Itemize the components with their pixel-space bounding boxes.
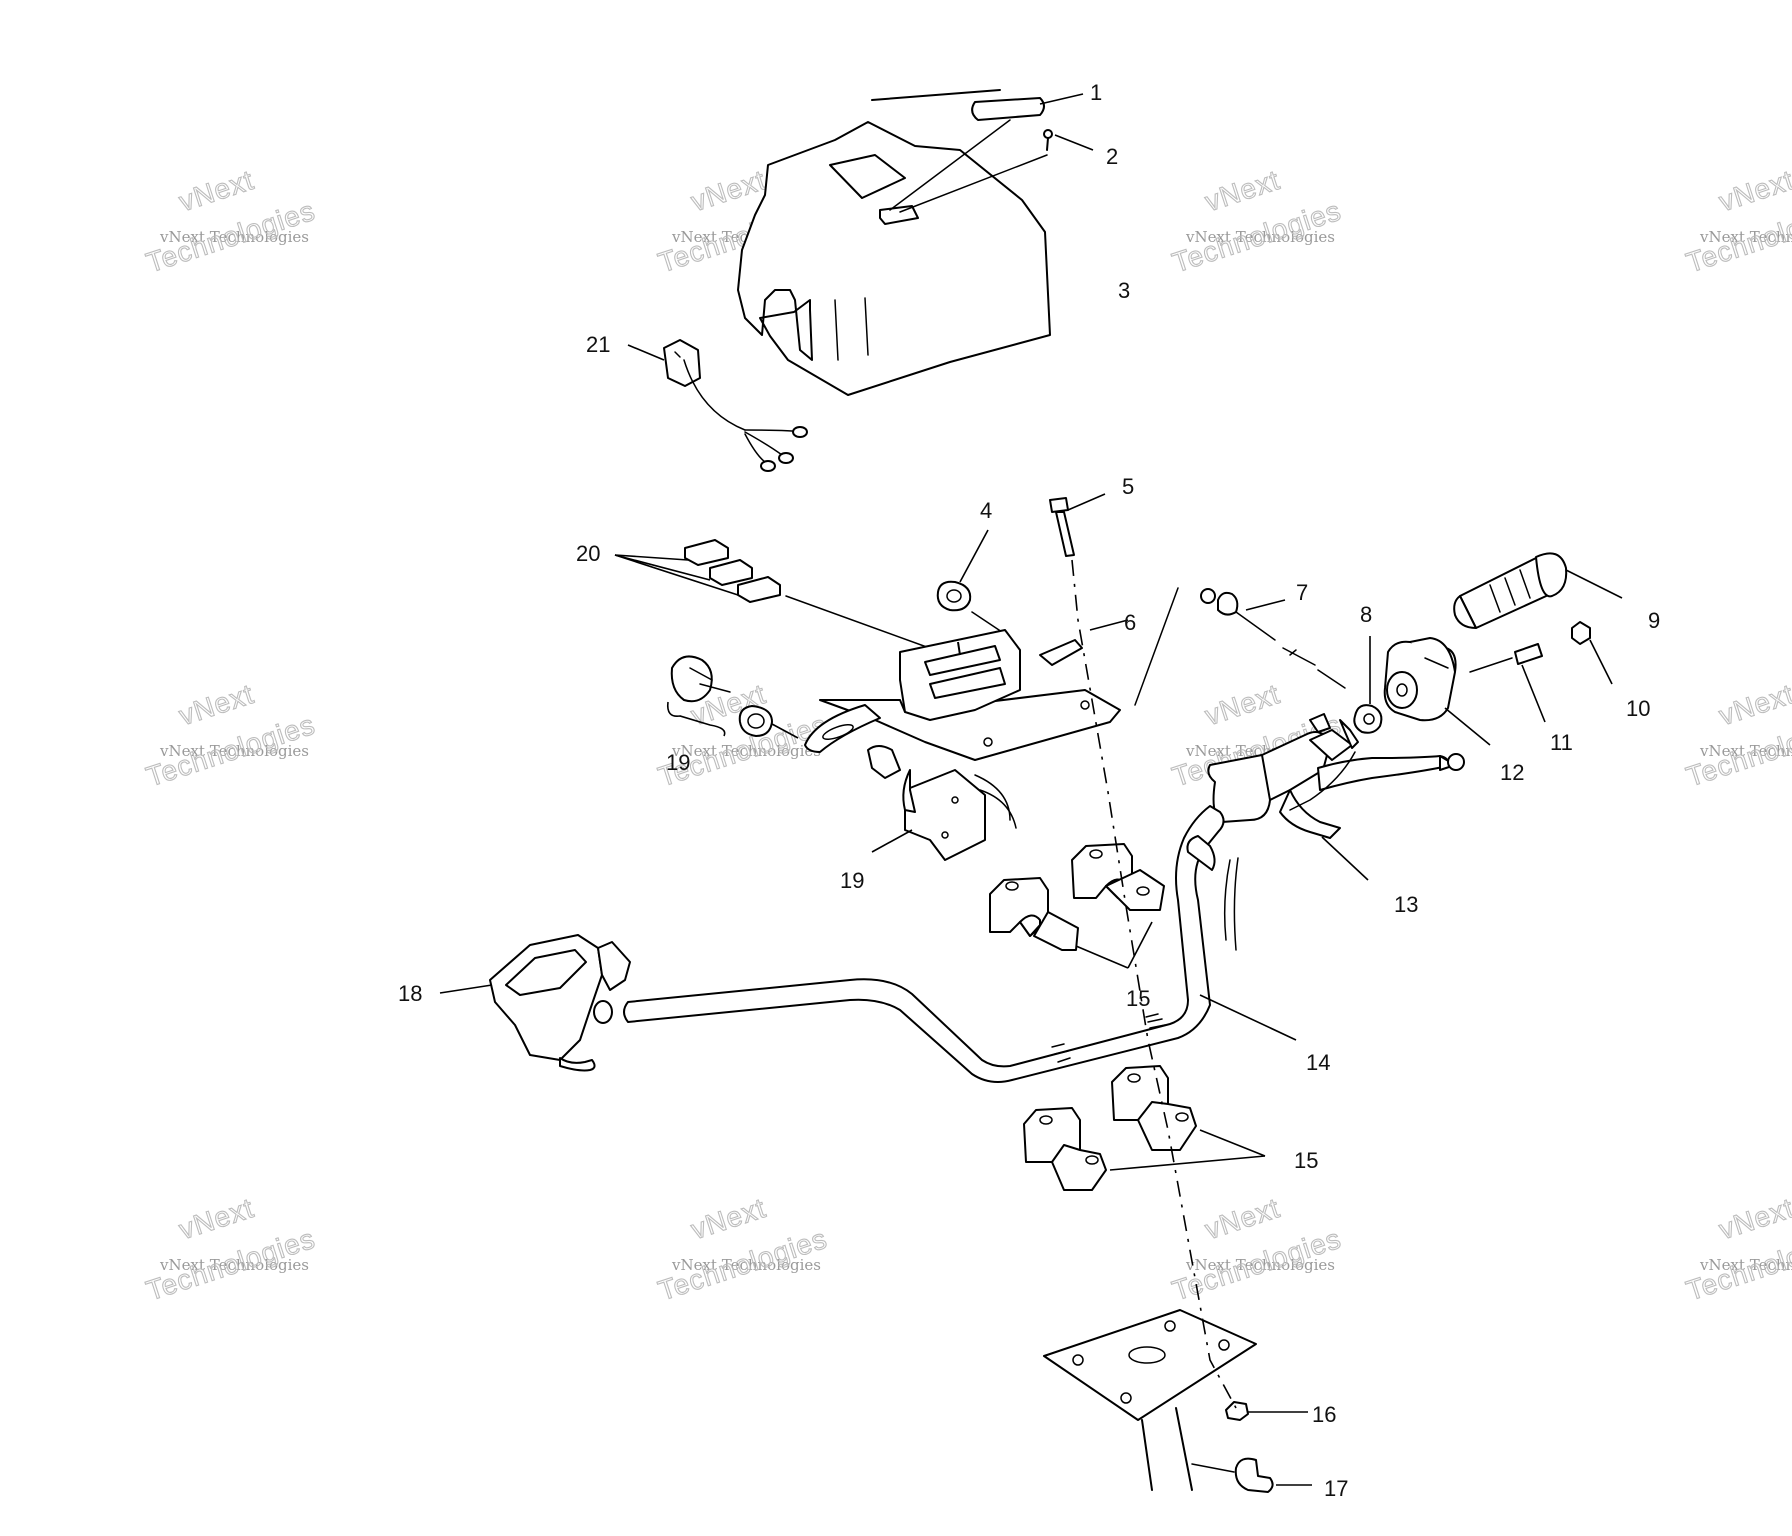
part-9-grip [1453, 552, 1623, 629]
part-5-bolt [1049, 493, 1106, 557]
watermark-line-text: vNext Technologies [671, 1256, 821, 1274]
part-2-screw [899, 129, 1094, 213]
callout-17: 17 [1324, 1476, 1348, 1501]
part-6-switch-plate [804, 587, 1179, 761]
callout-7: 7 [1296, 580, 1308, 605]
part-1-lens [889, 93, 1084, 211]
callout-15: 15 [1294, 1148, 1318, 1173]
watermark-top-text: vNext [1715, 1192, 1792, 1245]
part-20-caps [614, 539, 936, 651]
callout-13: 13 [1394, 892, 1418, 917]
watermark-top-text: vNext [175, 1192, 257, 1245]
callout-18: 18 [398, 981, 422, 1006]
watermark-line-text: vNext Technologies [1699, 1256, 1792, 1274]
part-8-washer [1353, 636, 1383, 734]
callout-20: 20 [576, 541, 600, 566]
part-14-handlebar [623, 805, 1297, 1083]
part-7-throttle-parts [1200, 588, 1346, 689]
callout-5: 5 [1122, 474, 1134, 499]
watermark-line-text: vNext Technologies [159, 228, 309, 246]
watermark-line-text: vNext Technologies [1185, 228, 1335, 246]
part-17-cable-clamp [1191, 1457, 1312, 1493]
part-4-washer [936, 529, 1003, 633]
watermark-line-text: vNext Technologies [671, 742, 821, 760]
callout-10: 10 [1626, 696, 1650, 721]
callout-15: 15 [1126, 986, 1150, 1011]
watermark-top-text: vNext [1715, 678, 1792, 731]
part-21-connector [627, 339, 808, 472]
part-12-throttle-housing [1383, 637, 1491, 746]
part-13-brake-lever [1207, 713, 1465, 881]
callout-16: 16 [1312, 1402, 1336, 1427]
watermark-top-text: vNext [1715, 164, 1792, 217]
part-16-mount-plate [1043, 1309, 1308, 1491]
part-19-key-switch [666, 655, 799, 739]
callout-21: 21 [586, 332, 610, 357]
part-19-switch-lower [867, 745, 1017, 861]
watermark-top-text: vNext [687, 1192, 769, 1245]
watermark-top-text: vNext [1201, 164, 1283, 217]
callout-9: 9 [1648, 608, 1660, 633]
watermark-top-text: vNext [175, 678, 257, 731]
part-11-screw [1469, 643, 1546, 723]
part-18-switch-housing [439, 934, 631, 1072]
part-15-upper-clamps [989, 843, 1165, 969]
callout-6: 6 [1124, 610, 1136, 635]
callout-8: 8 [1360, 602, 1372, 627]
watermark-top-text: vNext [1201, 678, 1283, 731]
part-10-cap-nut [1571, 621, 1613, 685]
watermark-line-text: vNext Technologies [159, 1256, 309, 1274]
watermark-line-text: vNext Technologies [1699, 228, 1792, 246]
callout-1: 1 [1090, 80, 1102, 105]
part-15-lower-clamps [1023, 1065, 1266, 1191]
callout-2: 2 [1106, 144, 1118, 169]
part-3-hood [737, 89, 1051, 396]
callout-19: 19 [666, 750, 690, 775]
callout-3: 3 [1118, 278, 1130, 303]
watermark-line-text: vNext Technologies [159, 742, 309, 760]
callout-12: 12 [1500, 760, 1524, 785]
watermark-line-text: vNext Technologies [1185, 1256, 1335, 1274]
callout-14: 14 [1306, 1050, 1330, 1075]
callout-11: 11 [1550, 730, 1573, 755]
callout-4: 4 [980, 498, 992, 523]
watermark-top-text: vNext [1201, 1192, 1283, 1245]
callout-19: 19 [840, 868, 864, 893]
watermark-top-text: vNext [175, 164, 257, 217]
watermark-line-text: vNext Technologies [1699, 742, 1792, 760]
